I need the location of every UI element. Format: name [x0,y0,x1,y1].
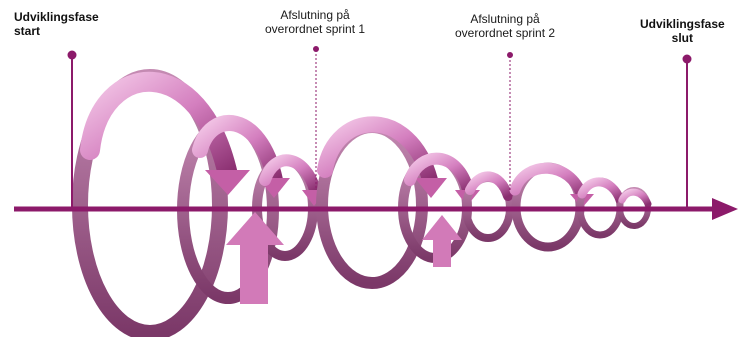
label-sprint1-line2: overordnet sprint 1 [265,22,365,36]
ring-small-3-front [622,192,648,204]
spiral-medium [322,124,510,283]
label-phase-start-line2: start [14,24,99,38]
marker-sprint1-dot [313,46,319,52]
label-sprint2-line1: Afslutning på [455,12,555,26]
label-phase-end-line2: slut [640,31,725,45]
label-phase-start-line1: Udviklingsfase [14,10,99,24]
marker-end-dot [683,55,692,64]
marker-sprint2-dot [507,52,513,58]
label-sprint2-line2: overordnet sprint 2 [455,26,555,40]
label-sprint1-end: Afslutning på overordnet sprint 1 [265,8,365,36]
arrow-stem-up-large [240,244,268,304]
arrow-stem-up-medium [433,239,451,267]
marker-start-dot [68,51,77,60]
arrowhead-up-medium [422,215,462,240]
spiral-large [80,77,326,333]
ring-small-1-front [515,168,582,196]
label-phase-end: Udviklingsfase slut [640,17,725,45]
timeline-arrowhead [712,198,738,220]
label-phase-end-line1: Udviklingsfase [640,17,725,31]
label-phase-start: Udviklingsfase start [14,10,99,38]
label-sprint2-end: Afslutning på overordnet sprint 2 [455,12,555,40]
label-sprint1-line1: Afslutning på [265,8,365,22]
